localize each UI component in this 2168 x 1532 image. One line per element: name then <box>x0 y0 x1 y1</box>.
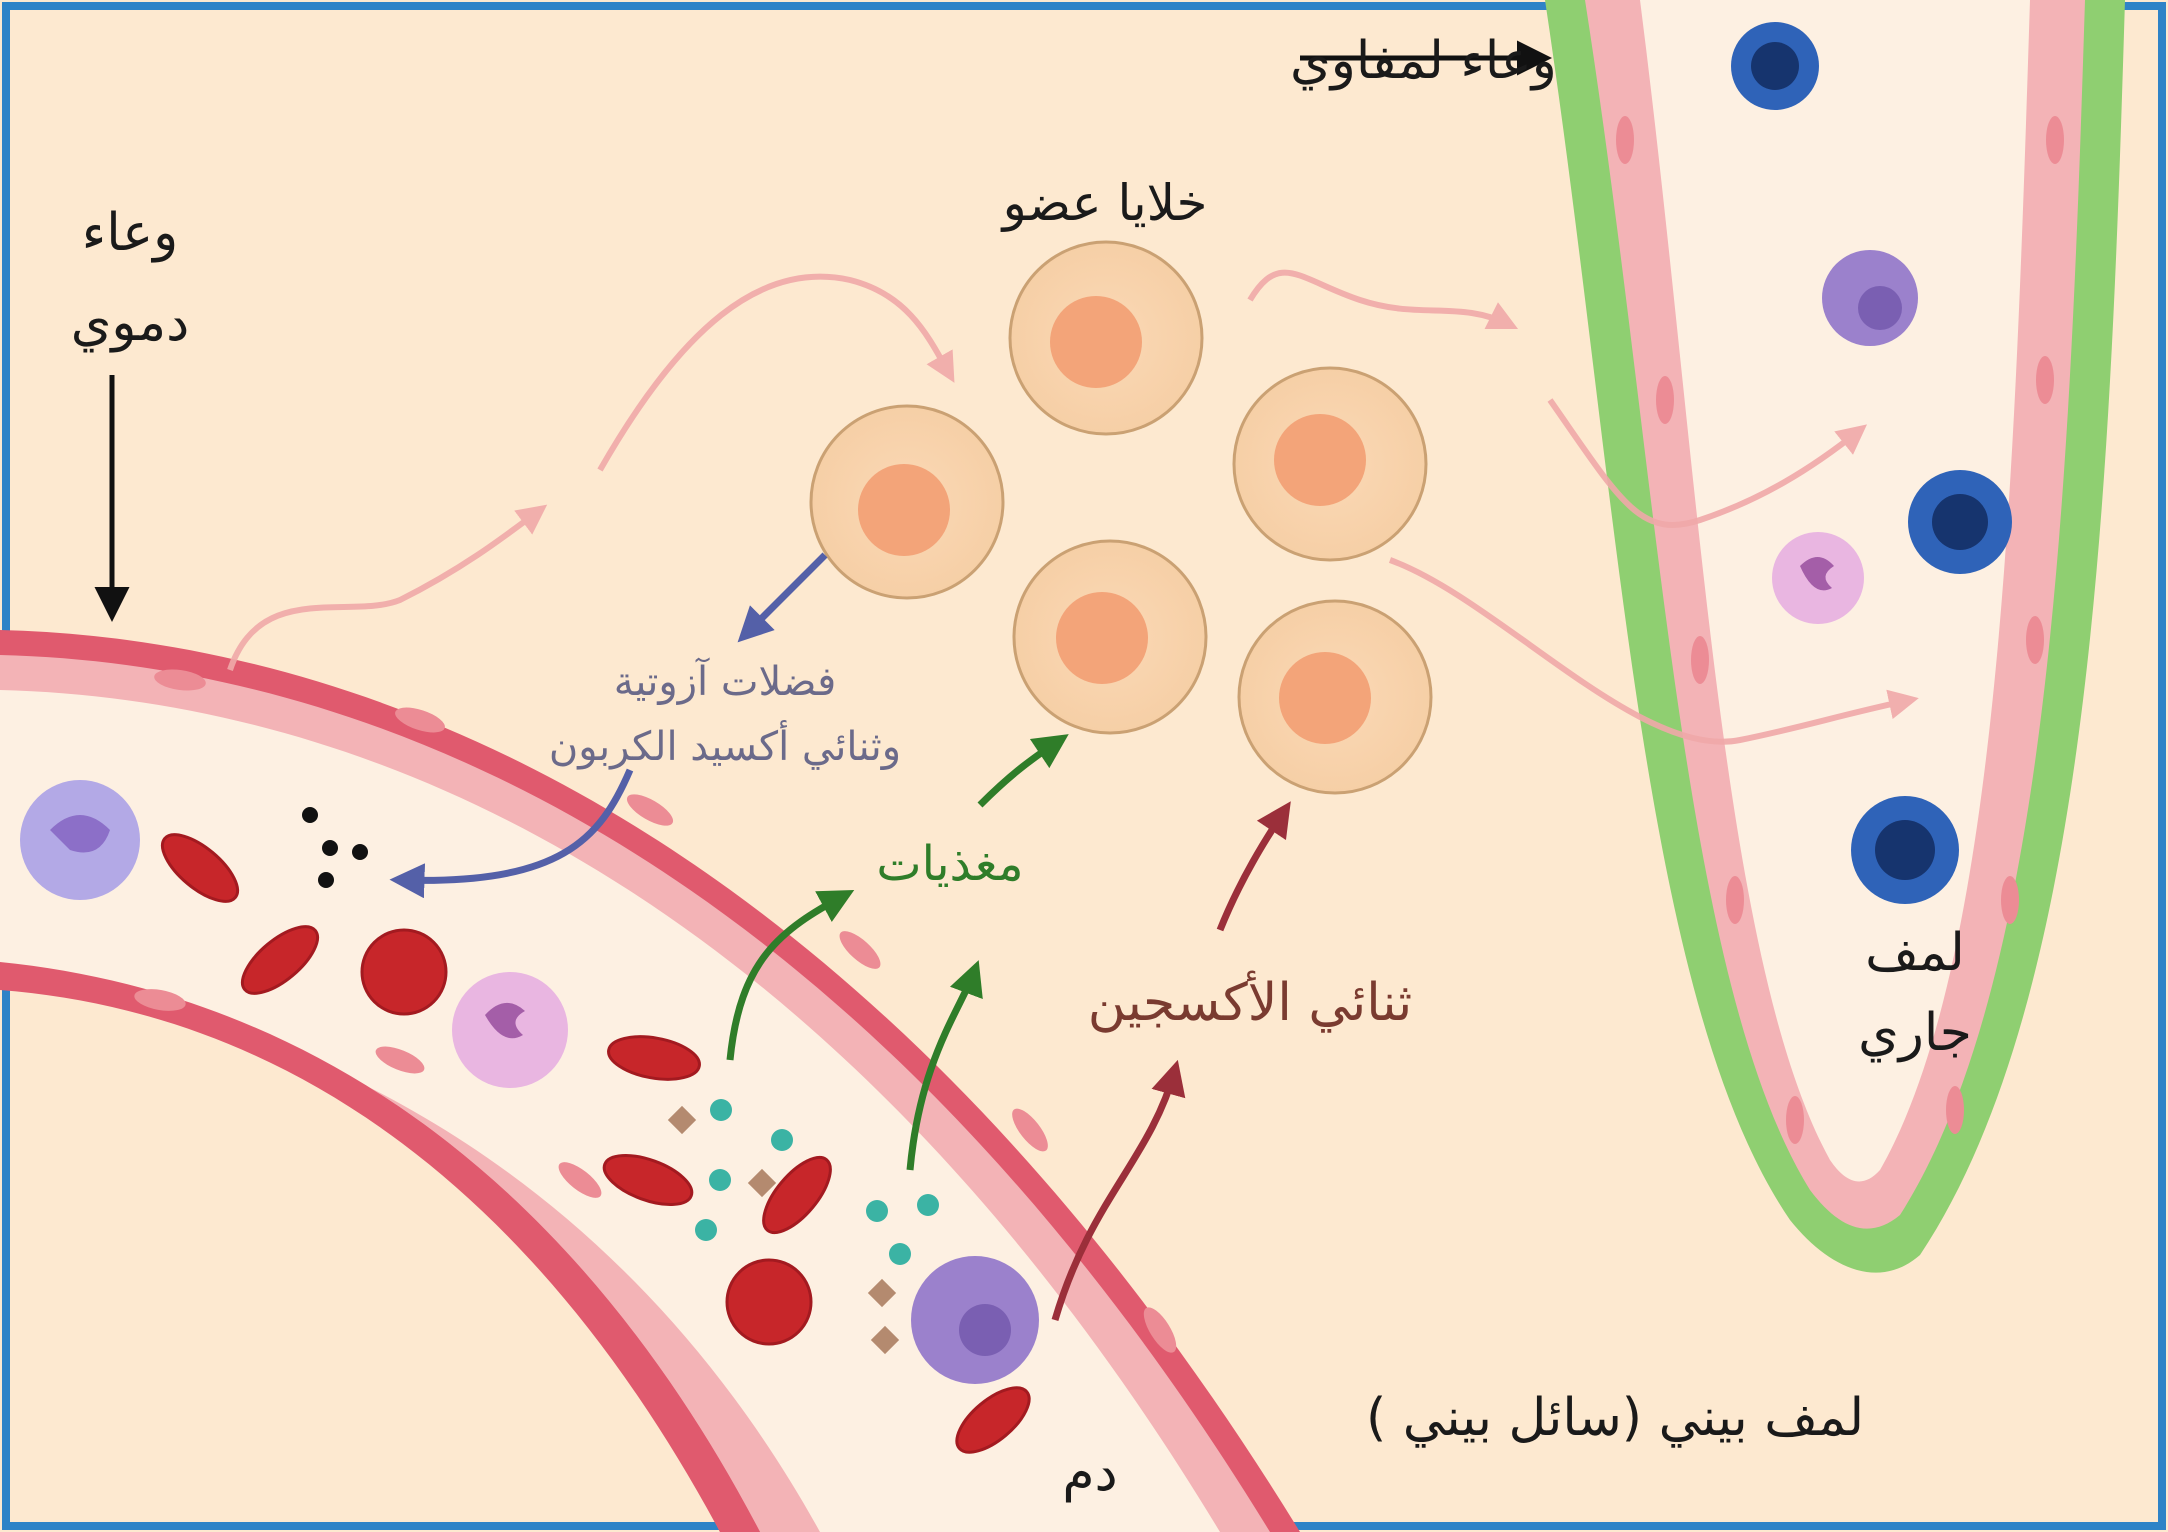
organ-cell <box>1010 242 1202 434</box>
label-blood: دم <box>1062 1443 1117 1503</box>
lymphocyte <box>1772 532 1864 624</box>
label-organ-cells: خلايا عضو <box>1000 174 1208 232</box>
lymphocyte <box>1731 22 1819 110</box>
organ-cell <box>1239 601 1431 793</box>
label-interstitial-lymph: لمف بيني (سائل بيني ) <box>1366 1388 1864 1448</box>
label-waste-line1: فضلات آزوتية <box>614 657 836 705</box>
label-flowing-lymph-line1: لمف <box>1865 923 1965 983</box>
white-blood-cell <box>452 972 568 1088</box>
organ-cell <box>1234 368 1426 560</box>
red-blood-cell <box>727 1260 811 1344</box>
label-oxygen: ثنائي الأكسجين <box>1088 970 1412 1033</box>
label-blood-vessel-line1: وعاء <box>82 203 178 263</box>
lymphocyte <box>1851 796 1959 904</box>
red-blood-cell <box>362 930 446 1014</box>
label-flowing-lymph-line2: جاري <box>1858 1003 1972 1063</box>
label-nutrients: مغذيات <box>876 836 1023 892</box>
white-blood-cell <box>911 1256 1039 1384</box>
label-lymph-vessel: وعاء لمفاوي <box>1290 31 1557 91</box>
organ-cell <box>1014 541 1206 733</box>
lymphocyte <box>1822 250 1918 346</box>
organ-cell <box>811 406 1003 598</box>
label-waste-line2: وثنائي أكسيد الكربون <box>549 720 901 770</box>
white-blood-cell <box>20 780 140 900</box>
lymphocyte <box>1908 470 2012 574</box>
label-blood-vessel-line2: دموي <box>71 293 190 353</box>
